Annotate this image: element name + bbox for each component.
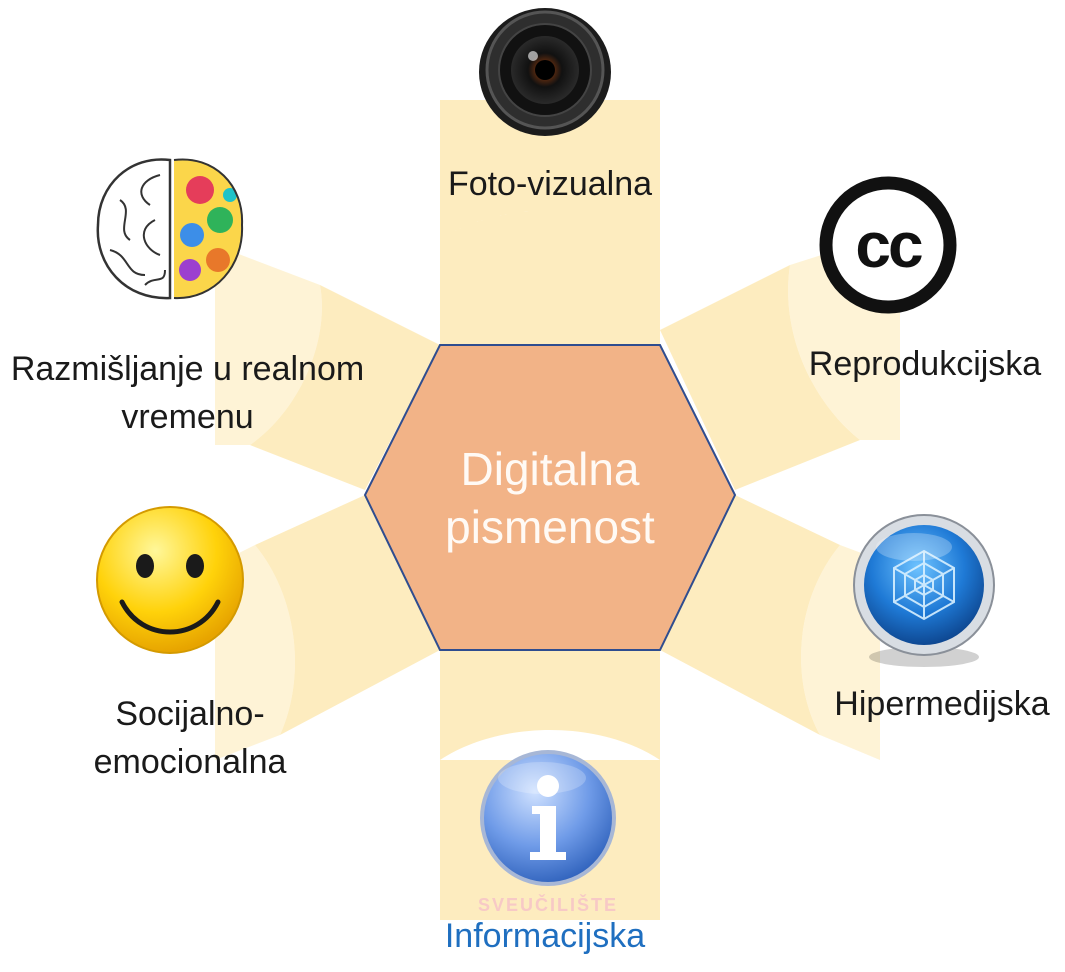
watermark-text: SVEUČILIŠTE: [478, 894, 618, 915]
svg-text:cc: cc: [855, 209, 922, 281]
creative-commons-icon: cc: [819, 176, 957, 314]
label-photo-visual: Foto-vizualna: [447, 165, 653, 203]
center-title-line-1: Digitalna: [460, 443, 640, 495]
label-socio-emotional: Socijalno- emocionalna: [93, 695, 287, 781]
center-title-line-2: pismenost: [445, 501, 655, 553]
label-hypermedia: Hipermedijska: [834, 685, 1050, 723]
smiley-face-icon: [96, 506, 244, 654]
camera-lens-icon: [479, 8, 611, 136]
petal-upper-left: [250, 285, 440, 490]
web-globe-icon: [853, 514, 995, 667]
label-realtime-thinking: Razmišljanje u realnom vremenu: [10, 350, 365, 436]
brain-icon: [96, 158, 244, 300]
center-hexagon: [363, 344, 737, 651]
center-title: Digitalna pismenost: [370, 440, 730, 556]
petal-upper-right: [660, 265, 860, 490]
petal-lower-right: [660, 495, 840, 735]
petal-top: [440, 100, 660, 350]
info-icon: [480, 750, 616, 886]
label-information: Informacijska: [444, 917, 646, 955]
petal-upper-left-outer: [215, 245, 322, 445]
label-reproduction: Reprodukcijska: [808, 345, 1042, 383]
